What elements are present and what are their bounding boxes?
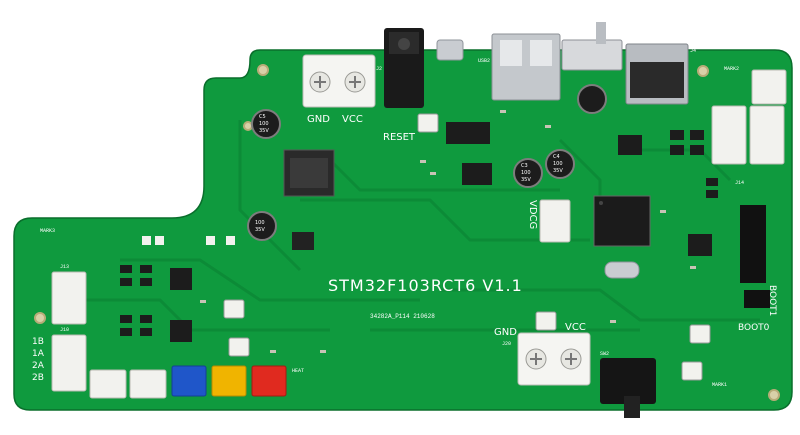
ic-driver-2 <box>170 320 192 342</box>
motor-pin-2a: 2A <box>32 361 45 371</box>
reset-header <box>417 113 439 133</box>
ic-u2 <box>462 163 492 185</box>
ic-driver-1 <box>170 268 192 290</box>
mounting-holes <box>34 64 780 401</box>
gnd-bottom-label: GND <box>494 327 517 338</box>
bottom-colored-connectors <box>89 365 287 399</box>
boot0-label: BOOT0 <box>738 323 770 333</box>
motor-pin-1a: 1A <box>32 349 45 359</box>
dc-jack <box>384 28 424 108</box>
heat-label: HEAT <box>292 368 304 374</box>
voltage-regulator <box>283 149 335 197</box>
mark2-label: MARK2 <box>724 66 739 72</box>
gnd-top-label: GND <box>307 114 330 125</box>
usb2-label: USB2 <box>478 58 490 64</box>
motor-pin-2b: 2B <box>32 373 44 383</box>
board-title: STM32F103RCT6 V1.1 <box>328 276 523 295</box>
jst-connectors-right <box>711 69 787 165</box>
svg-text:100: 100 <box>255 220 265 226</box>
vdcg-label: VDCG <box>527 200 538 229</box>
capacitor-c5: C5 100 35V <box>251 109 281 139</box>
part-number: 34282A_P114 210628 <box>370 313 435 320</box>
capacitor-c4: C4 100 35V <box>545 149 575 179</box>
black-switch <box>600 358 656 418</box>
svg-text:35V: 35V <box>259 128 269 134</box>
slide-switch <box>561 22 623 71</box>
svg-text:C3: C3 <box>521 163 528 169</box>
usb-a-port <box>491 33 561 101</box>
svg-text:100: 100 <box>259 121 269 127</box>
pcb-board <box>13 49 793 411</box>
j2-label: J2 <box>376 66 382 72</box>
svg-text:35V: 35V <box>255 227 265 233</box>
svg-text:C5: C5 <box>259 114 266 120</box>
two-pin-headers <box>223 299 711 381</box>
small-ic-left <box>292 232 314 250</box>
sd-card-slot <box>625 43 689 105</box>
ic-u4 <box>688 234 712 256</box>
sw2-label: SW2 <box>600 351 609 357</box>
micro-usb-port <box>436 39 464 61</box>
crystal-oscillator <box>604 261 640 279</box>
svg-text:100: 100 <box>553 161 563 167</box>
boot-jumper-header <box>740 205 770 308</box>
small-pads <box>142 236 235 245</box>
left-jst-connectors <box>51 271 87 392</box>
svg-text:100: 100 <box>521 170 531 176</box>
j4-label: J4 <box>690 48 696 54</box>
copper-traces <box>60 120 760 332</box>
svg-text:35V: 35V <box>553 168 563 174</box>
j13-label: J13 <box>60 264 69 270</box>
svg-text:C4: C4 <box>553 154 560 160</box>
mcu-stm32 <box>593 195 651 247</box>
terminal-block-bottom <box>517 332 591 386</box>
j14-label: J14 <box>735 180 744 186</box>
j20-label: J20 <box>502 341 511 347</box>
ic-u3 <box>618 135 642 155</box>
capacitor-c2: 100 35V <box>247 211 277 241</box>
boot1-label: BOOT1 <box>767 285 777 316</box>
reset-label: RESET <box>383 132 416 143</box>
ic-u1 <box>446 122 490 144</box>
mosfet-array <box>120 130 718 336</box>
svg-text:35V: 35V <box>521 177 531 183</box>
j10-label: J10 <box>60 327 69 333</box>
vcc-top-label: VCC <box>342 114 363 125</box>
motor-pin-1b: 1B <box>32 337 44 347</box>
mark1-label: MARK1 <box>712 382 727 388</box>
terminal-block-top <box>302 54 376 108</box>
capacitor-c3: C3 100 35V <box>513 158 543 188</box>
vcc-bottom-label: VCC <box>565 322 586 333</box>
capacitor-top-right <box>577 84 607 114</box>
mark3-label: MARK3 <box>40 228 55 234</box>
vdcg-connector <box>539 199 571 243</box>
